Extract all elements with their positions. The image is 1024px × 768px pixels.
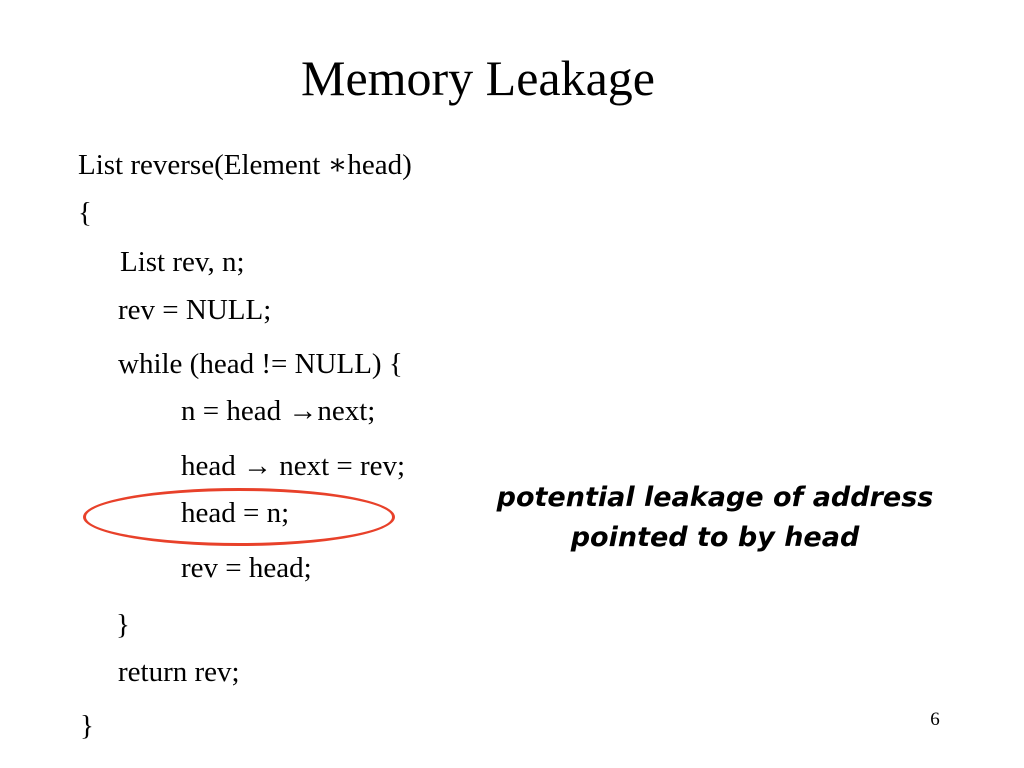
annotation-line-2: pointed to by head <box>570 522 860 553</box>
page-number: 6 <box>930 709 940 730</box>
slide-title: Memory Leakage <box>300 50 655 106</box>
code-line-rev-init: rev = NULL; <box>118 294 272 326</box>
code-line-declaration: List rev, n; <box>120 246 245 278</box>
code-line-signature: List reverse(Element ∗head) <box>78 149 412 181</box>
code-line-n-assign: n = head →next; <box>181 395 376 427</box>
code-line-close-brace: } <box>80 710 94 742</box>
leakage-annotation: potential leakage of address pointed to … <box>460 478 970 558</box>
code-line-while: while (head != NULL) { <box>118 348 403 380</box>
code-line-head-next-assign: head → next = rev; <box>181 450 406 482</box>
code-line-return: return rev; <box>118 656 240 688</box>
code-line-rev-assign: rev = head; <box>181 552 312 584</box>
annotation-line-1: potential leakage of address <box>496 482 934 513</box>
highlight-oval <box>83 488 395 546</box>
code-line-while-close: } <box>116 609 130 641</box>
code-line-open-brace: { <box>78 197 92 229</box>
